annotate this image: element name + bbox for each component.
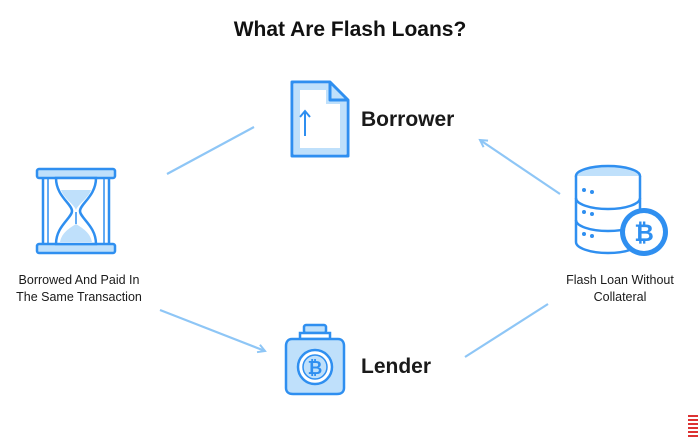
page-title: What Are Flash Loans? (233, 18, 467, 41)
connector-hourglass-borrower (166, 126, 255, 175)
hourglass-caption-line1: Borrowed And Paid In (18, 273, 140, 287)
arrow-hourglass-to-lender (159, 308, 265, 351)
arrow-collateral-to-borrower (480, 140, 561, 195)
watermark-logo (688, 415, 698, 437)
document-upload-icon (290, 80, 350, 158)
svg-text:₿: ₿ (308, 358, 323, 379)
hourglass-caption-line2: The Same Transaction (16, 290, 142, 304)
hourglass-icon (35, 167, 117, 255)
bitcoin-jar-icon: ₿ (284, 323, 346, 396)
lender-label: Lender (361, 355, 432, 378)
collateral-caption-line1: Flash Loan Without (566, 273, 674, 287)
borrower-label: Borrower (361, 108, 455, 131)
hourglass-caption: Borrowed And Paid In The Same Transactio… (0, 272, 158, 306)
collateral-caption: Flash Loan Without Collateral (540, 272, 700, 306)
collateral-caption-line2: Collateral (593, 290, 647, 304)
bitcoin-database-icon: ₿ (574, 164, 668, 256)
svg-text:₿: ₿ (634, 219, 654, 247)
connector-lender-collateral (464, 303, 549, 358)
